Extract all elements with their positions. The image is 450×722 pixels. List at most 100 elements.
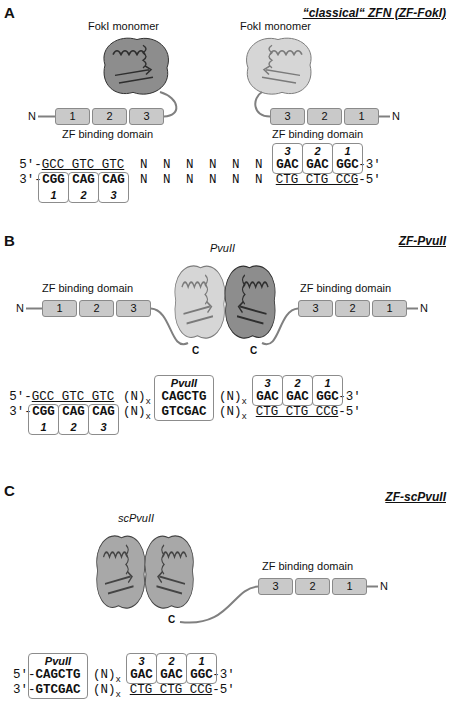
zinc-finger-box: 3 bbox=[116, 300, 151, 317]
triplet-box: CAG3 bbox=[88, 404, 119, 435]
triplet-box: 3GAC bbox=[272, 143, 303, 174]
finger-number: 3 bbox=[284, 144, 290, 158]
triplet-box: CGG1 bbox=[38, 172, 69, 203]
triplet-box: 3GAC bbox=[126, 653, 157, 684]
panel-letter: A bbox=[4, 4, 15, 22]
triplet-box: CAG3 bbox=[98, 172, 129, 203]
terminus-label: N bbox=[28, 108, 36, 125]
zinc-finger-box: 2 bbox=[295, 578, 330, 595]
triplet-sequence: CGG bbox=[32, 405, 55, 420]
sequence-text: CTG CTG CCG bbox=[130, 683, 213, 698]
finger-number: 1 bbox=[50, 188, 56, 202]
protein-label: FokI monomer bbox=[240, 20, 311, 33]
triplet-sequence: CAG bbox=[92, 405, 115, 420]
sequence-text: 5′- bbox=[19, 158, 42, 173]
subscript: x bbox=[242, 397, 247, 407]
pvuii-subunit bbox=[225, 266, 275, 338]
sequence-text: -5′ bbox=[212, 683, 235, 698]
foki-monomer bbox=[247, 38, 312, 94]
protein-label: scPvuII bbox=[118, 512, 154, 525]
finger-number: 1 bbox=[346, 579, 352, 594]
triplet-sequence: GTCGAC bbox=[35, 683, 80, 698]
triplet-sequence: CAGCTG bbox=[35, 668, 80, 683]
domain-label: ZF binding domain bbox=[262, 560, 353, 573]
triplet-box: CAG2 bbox=[58, 404, 89, 435]
finger-number: 2 bbox=[80, 188, 86, 202]
finger-number: 3 bbox=[138, 654, 144, 668]
finger-number: 2 bbox=[349, 301, 355, 316]
triplet-sequence: GAC bbox=[256, 390, 279, 405]
sequence-text: (N) bbox=[93, 668, 116, 683]
finger-number: 3 bbox=[264, 376, 270, 390]
triplet-sequence: GAC bbox=[286, 390, 309, 405]
zinc-finger-box: 1 bbox=[344, 108, 379, 125]
pvuii-subunit bbox=[175, 266, 225, 338]
terminus-label: C bbox=[192, 345, 199, 357]
triplet-box: CGG1 bbox=[28, 404, 59, 435]
sequence-text: 5′- bbox=[13, 668, 36, 683]
finger-number: 1 bbox=[344, 144, 350, 158]
panel-letter: B bbox=[4, 232, 15, 250]
sequence-text: -3′ bbox=[212, 668, 235, 683]
zinc-finger-box: 2 bbox=[79, 300, 114, 317]
zinc-finger-box: 1 bbox=[332, 578, 367, 595]
triplet-sequence: GAC bbox=[306, 158, 329, 173]
sequence-text: (N) bbox=[219, 390, 242, 405]
finger-number: 2 bbox=[70, 420, 76, 434]
zinc-finger-box: 2 bbox=[92, 108, 127, 125]
triplet-sequence: GGC bbox=[336, 158, 359, 173]
finger-number: 1 bbox=[358, 109, 364, 124]
subscript: x bbox=[146, 412, 151, 422]
finger-number: 1 bbox=[69, 109, 75, 124]
zinc-finger-box: 1 bbox=[372, 300, 407, 317]
finger-number: 3 bbox=[130, 301, 136, 316]
sequence-text: (N) bbox=[93, 683, 116, 698]
terminus-label: N bbox=[420, 300, 428, 317]
sequence-text: -3′ bbox=[338, 390, 361, 405]
triplet-box: 1GGC bbox=[312, 375, 343, 406]
terminus-line bbox=[379, 116, 390, 118]
finger-number: 1 bbox=[56, 301, 62, 316]
linker bbox=[255, 92, 270, 117]
zinc-finger-box: 2 bbox=[307, 108, 342, 125]
triplet-sequence: GAC bbox=[160, 668, 183, 683]
recognition-site-box: PvuIICAGCTGGTCGAC bbox=[28, 653, 88, 699]
finger-number: 3 bbox=[143, 109, 149, 124]
triplet-sequence: GGC bbox=[190, 668, 213, 683]
triplet-sequence: CAG bbox=[62, 405, 85, 420]
terminus-line bbox=[38, 116, 55, 118]
finger-number: 2 bbox=[309, 579, 315, 594]
recognition-site-box: PvuIICAGCTGGTCGAC bbox=[154, 375, 214, 421]
domain-label: ZF binding domain bbox=[300, 282, 391, 295]
triplet-box: 2GAC bbox=[156, 653, 187, 684]
triplet-box: 2GAC bbox=[302, 143, 333, 174]
triplet-sequence: CGG bbox=[42, 173, 65, 188]
subscript: x bbox=[146, 397, 151, 407]
zinc-finger-box: 3 bbox=[258, 578, 293, 595]
sequence-text: -5′ bbox=[358, 173, 381, 188]
triplet-box: 3GAC bbox=[252, 375, 283, 406]
finger-number: 3 bbox=[100, 420, 106, 434]
sequence-text: -3′ bbox=[358, 158, 381, 173]
zinc-finger-box: 3 bbox=[298, 300, 333, 317]
scpvuii-half bbox=[145, 536, 193, 608]
triplet-sequence: GTCGAC bbox=[161, 405, 206, 420]
sequence-text: 5′- bbox=[9, 390, 32, 405]
finger-number: 2 bbox=[106, 109, 112, 124]
triplet-sequence: GAC bbox=[276, 158, 299, 173]
scpvuii-half bbox=[97, 536, 145, 608]
terminus-line bbox=[407, 308, 418, 310]
domain-label: ZF binding domain bbox=[272, 128, 363, 141]
sequence-text: N N N N N N bbox=[140, 173, 263, 188]
finger-number: 2 bbox=[294, 376, 300, 390]
terminus-label: N bbox=[16, 300, 24, 317]
linker-lines bbox=[26, 92, 418, 623]
sequence-text: 3′- bbox=[13, 683, 36, 698]
sequence-text: (N) bbox=[219, 405, 242, 420]
finger-number: 3 bbox=[312, 301, 318, 316]
finger-number: 1 bbox=[40, 420, 46, 434]
panel-title: ZF-PvuII bbox=[399, 234, 446, 248]
site-name: PvuII bbox=[45, 654, 71, 668]
terminus-line bbox=[26, 308, 42, 310]
protein-label: FokI monomer bbox=[88, 20, 159, 33]
